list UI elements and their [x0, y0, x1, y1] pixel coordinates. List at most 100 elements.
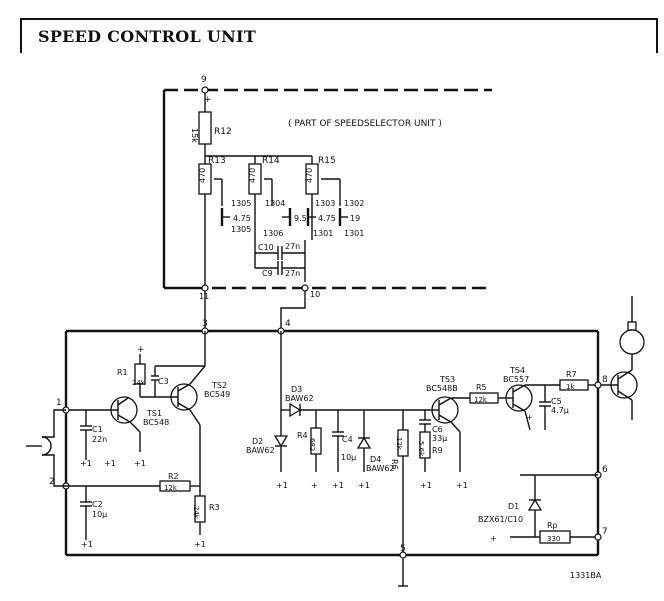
capacitor-c2: [80, 486, 92, 540]
capacitor-c3: [151, 365, 180, 392]
r7-ref: R7: [566, 370, 577, 379]
ts1-gnd: +1: [104, 459, 116, 468]
motor-icon: [619, 296, 645, 355]
ts1-ref: TS1: [146, 409, 162, 418]
r12-value: 15k: [190, 128, 199, 143]
resistor-r3: [194, 495, 206, 535]
c10-ref: C10: [258, 243, 274, 252]
r12-ref: R12: [214, 127, 232, 137]
diode-d4: [356, 410, 372, 472]
d3-type: BAW62: [285, 394, 314, 403]
sw2-top: 1304: [265, 199, 285, 208]
c5-value: 4.7µ: [551, 406, 569, 415]
ts2-ref: TS2: [211, 381, 227, 390]
r9-ref: R9: [432, 446, 443, 455]
c1-ref: C1: [92, 425, 103, 434]
r13-value: 470: [198, 168, 207, 183]
sw1-top: 1305: [231, 199, 251, 208]
transistor-ts1: [66, 396, 141, 433]
r14-value: 470: [248, 168, 257, 183]
node-4-label: 4: [285, 319, 291, 329]
rp-value: 330: [547, 535, 560, 543]
page-title: SPEED CONTROL UNIT: [38, 27, 257, 46]
sw1-bottom: 1305: [231, 225, 251, 234]
sw3-bottom: 1301: [313, 229, 333, 238]
r15-value: 470: [305, 168, 314, 183]
r14-ref: R14: [262, 156, 280, 166]
c5-ref: C5: [551, 397, 562, 406]
ts4-ref: TS4: [509, 366, 525, 375]
ts3-ref: TS3: [439, 375, 455, 384]
d2-type: BAW62: [246, 446, 275, 455]
ts1-type: BC548: [143, 418, 169, 427]
rp-ref: Rp: [547, 521, 558, 530]
sw2-speed: 9.5: [294, 214, 307, 223]
node-10: [301, 284, 309, 292]
c9-ref: C9: [262, 269, 273, 278]
c4-ref: C4: [342, 435, 353, 444]
figure-code: 1331BA: [570, 571, 602, 580]
pot-r14: [248, 156, 273, 206]
resistor-r12: [198, 90, 212, 156]
sw4-top: 1302: [344, 199, 364, 208]
r1-supply: +: [137, 345, 145, 355]
r4-value: 682: [308, 438, 316, 451]
node-3-label: 3: [202, 319, 208, 329]
r9-gnd: +1: [420, 481, 432, 490]
d4-ref: D4: [370, 455, 381, 464]
node-2-label: 2: [49, 477, 55, 487]
d4-type: BAW62: [366, 464, 395, 473]
node-1-label: 1: [56, 398, 62, 408]
zener-d1: [527, 475, 543, 537]
node-8: [594, 381, 602, 389]
node-8-label: 8: [602, 375, 608, 385]
ts4-supply: +: [526, 413, 533, 422]
resistor-r9: [419, 424, 431, 472]
c3-ref: C3: [158, 377, 169, 386]
switch-contacts: [204, 202, 348, 288]
c4-value: 10µ: [341, 453, 356, 462]
transistor-ts3: [430, 396, 470, 433]
ts4-type: BC557: [503, 375, 529, 384]
node-7-label: 7: [602, 527, 608, 537]
r13-ref: R13: [208, 156, 226, 166]
r1-ref: R1: [117, 368, 128, 377]
input-jack-icon: [26, 409, 66, 487]
c2-value: 10µ: [92, 510, 107, 519]
r3-value: 24k: [192, 506, 200, 520]
diode-d3: [281, 402, 302, 418]
subunit-label: ( PART OF SPEEDSELECTOR UNIT ): [288, 119, 442, 129]
sw4-bottom: 1301: [344, 229, 364, 238]
pot-r15: [305, 156, 341, 206]
capacitor-c6: [419, 410, 431, 425]
c1-gnd: +1: [80, 459, 92, 468]
capacitor-c5: [539, 385, 551, 430]
sw2-bottom: 1306: [263, 229, 283, 238]
r7-value: 1k: [566, 383, 575, 391]
r5-value: 12k: [474, 396, 488, 404]
speedselector-frame: [162, 88, 492, 290]
resistor-r1: [134, 354, 146, 392]
node-5-label: 5: [400, 544, 406, 554]
c10-value: 27n: [285, 242, 300, 251]
r2-ref: R2: [168, 472, 179, 481]
r15-ref: R15: [318, 156, 336, 166]
resistor-r5: [469, 392, 506, 404]
node-6-label: 6: [602, 465, 608, 475]
resistor-r6: [397, 410, 409, 555]
resistor-rp: [539, 530, 595, 544]
pot-r13: [198, 156, 223, 206]
node-9: [201, 86, 209, 94]
r6-ref: R6: [390, 459, 399, 470]
d3-ref: D3: [291, 385, 302, 394]
resistor-r4: [310, 410, 322, 472]
capacitors-c9-c10: [254, 238, 306, 282]
node-10-label: 10: [310, 290, 320, 299]
sw1-speed: 4.75: [233, 214, 251, 223]
r2-value: 12k: [164, 484, 178, 492]
d2-gnd: +1: [276, 481, 288, 490]
node-9-plus: +: [204, 95, 212, 105]
c1-value: 22n: [92, 435, 107, 444]
node-7: [594, 533, 602, 541]
